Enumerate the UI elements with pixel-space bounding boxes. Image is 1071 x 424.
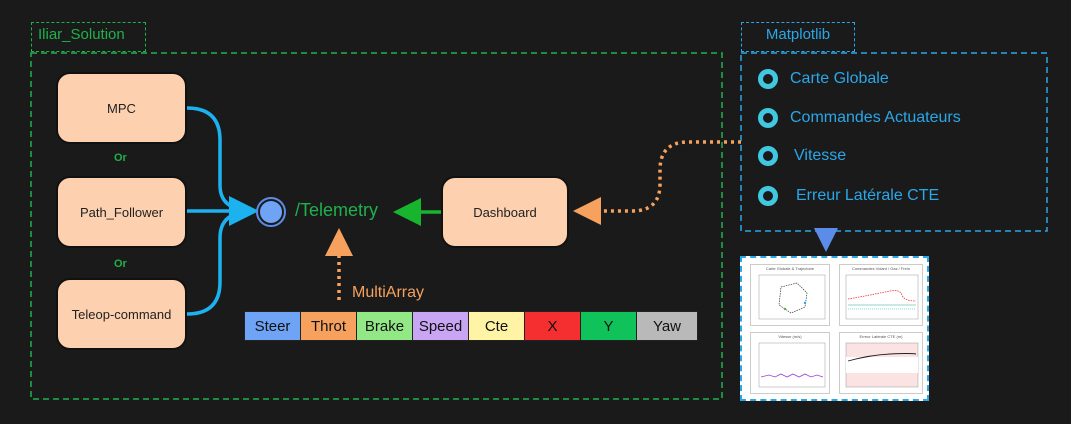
matplotlib-item-label: Vitesse — [794, 147, 847, 164]
plot-vitesse-graphic — [758, 342, 826, 388]
dashboard-node: Dashboard — [441, 176, 569, 248]
matplotlib-item-carte-globale: Carte Globale — [758, 69, 889, 89]
or-label-1: Or — [114, 152, 127, 164]
plot-vitesse: Vitesse (m/s) — [750, 332, 830, 394]
mpc-node-label: MPC — [107, 100, 136, 116]
multiarray-cell-throt: Throt — [300, 311, 357, 341]
ring-bullet-icon — [758, 108, 778, 128]
plot-title: Commandes Volant / Gaz / Frein — [851, 266, 911, 271]
path-follower-node: Path_Follower — [56, 176, 187, 248]
plot-cte: Erreur Latérale CTE (m) — [839, 332, 923, 394]
matplotlib-item-erreur-laterale: Erreur Latérale CTE — [758, 186, 939, 206]
plot-carte-globale-graphic — [758, 274, 826, 320]
plot-title: Erreur Latérale CTE (m) — [859, 334, 903, 339]
telemetry-topic-icon — [256, 197, 286, 227]
matplotlib-item-label: Commandes Actuateurs — [790, 109, 961, 126]
matplotlib-item-commandes-actuateurs: Commandes Actuateurs — [758, 108, 961, 128]
multiarray-cell-speed: Speed — [412, 311, 469, 341]
iliar-solution-label: Iliar_Solution — [31, 22, 146, 52]
multiarray-cell-x: X — [524, 311, 581, 341]
plot-carte-globale: Carte Globale & Trajectoire — [750, 264, 830, 326]
multiarray-cell-y: Y — [580, 311, 637, 341]
iliar-solution-frame — [30, 52, 723, 400]
teleop-to-telemetry-connector — [186, 198, 257, 316]
plot-title: Vitesse (m/s) — [778, 334, 802, 339]
teleop-command-node-label: Teleop-command — [71, 306, 172, 322]
mpc-to-telemetry-connector — [186, 106, 257, 224]
multiarray-cell-cte: Cte — [468, 311, 525, 341]
matplotlib-to-dashboard-connector — [573, 140, 741, 225]
or-label-2: Or — [114, 258, 127, 270]
plot-cte-graphic — [845, 342, 919, 388]
matplotlib-label: Matplotlib — [741, 22, 855, 52]
plot-commandes: Commandes Volant / Gaz / Frein — [839, 264, 923, 326]
teleop-command-node: Teleop-command — [56, 278, 187, 350]
multiarray-cell-steer: Steer — [244, 311, 301, 341]
ring-bullet-icon — [758, 146, 778, 166]
telemetry-topic-dot — [260, 201, 282, 223]
plot-title: Carte Globale & Trajectoire — [765, 266, 815, 271]
dashboard-node-label: Dashboard — [473, 204, 537, 220]
matplotlib-item-label: Erreur Latérale CTE — [796, 187, 940, 204]
plot-commandes-graphic — [845, 274, 919, 320]
telemetry-topic-label: /Telemetry — [295, 200, 379, 220]
ring-bullet-icon — [758, 186, 778, 206]
matplotlib-frame — [740, 52, 1048, 232]
multiarray-cell-brake: Brake — [356, 311, 413, 341]
multiarray-cell-yaw: Yaw — [636, 311, 698, 341]
matplotlib-item-label: Carte Globale — [790, 70, 889, 87]
matplotlib-item-vitesse: Vitesse — [758, 146, 846, 166]
path-follower-node-label: Path_Follower — [79, 204, 164, 220]
ring-bullet-icon — [758, 69, 778, 89]
mpc-node: MPC — [56, 72, 187, 144]
plots-thumbnail: Carte Globale & Trajectoire Commandes Vo… — [740, 256, 929, 401]
multiarray-label: MultiArray — [352, 284, 425, 301]
